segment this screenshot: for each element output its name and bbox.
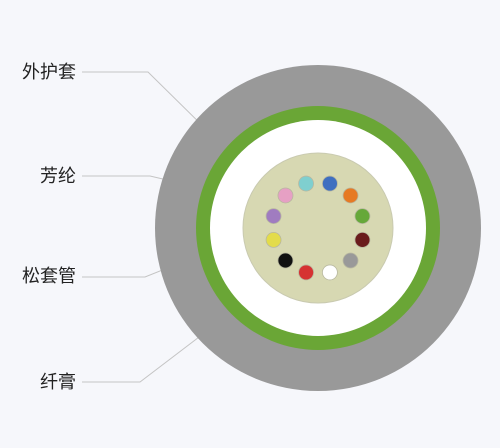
optical-fibers [265, 175, 371, 281]
red-fiber [298, 264, 314, 281]
fiber-gel-core [242, 152, 394, 304]
leader-line-outer-jacket [82, 71, 216, 139]
blue-fiber [322, 175, 338, 192]
label-loose-tube: 松套管 [22, 266, 76, 286]
orange-fiber [342, 187, 359, 204]
black-fiber [277, 252, 294, 269]
label-aramid-yarn: 芳纶 [40, 166, 76, 186]
label-fiber-gel: 纤膏 [40, 372, 76, 392]
label-outer-jacket: 外护套 [22, 62, 76, 82]
purple-fiber [265, 208, 282, 224]
white-fiber [322, 264, 338, 281]
green-fiber [354, 208, 371, 224]
gray-fiber [342, 252, 359, 269]
darkred-fiber [354, 232, 371, 248]
yellow-fiber [265, 232, 282, 248]
pink-fiber [277, 187, 294, 204]
cyan-fiber [298, 175, 314, 192]
